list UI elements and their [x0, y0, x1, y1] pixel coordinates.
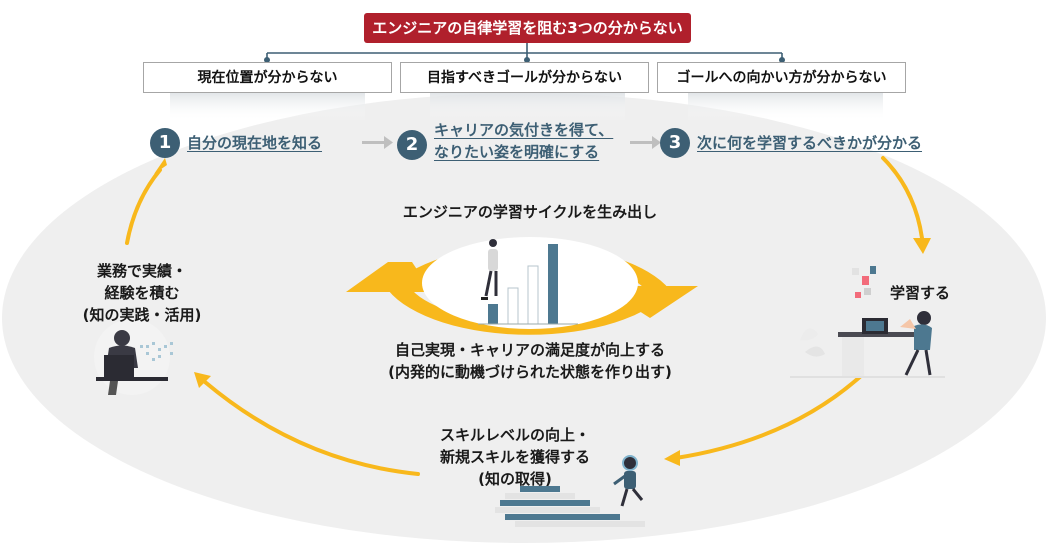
cycle-bottom-line2: (内発的に動機づけられた状態を作り出す) — [388, 363, 672, 381]
step-3-label: 次に何を学習するべきかが分かる — [697, 134, 923, 152]
cycle-bottom-line1: 自己実現・キャリアの満足度が向上する — [394, 341, 665, 359]
outer-cycle-arrows — [125, 156, 924, 476]
problem-box-goal: 目指すべきゴールが分からない — [400, 62, 649, 93]
step-2-label-line1: キャリアの気付きを得て、 — [434, 121, 614, 139]
main-title: エンジニアの自律学習を阻む3つの分からない — [364, 13, 691, 43]
problem-box-current-position: 現在位置が分からない — [143, 62, 392, 93]
work-line1: 業務で実績・ — [96, 262, 187, 280]
connector-dots — [264, 57, 785, 63]
problem-box-path-to-goal: ゴールへの向かい方が分からない — [657, 62, 906, 93]
student-at-desk-illustration — [790, 266, 945, 378]
developer-at-desk-illustration — [94, 319, 173, 395]
person-on-bar-chart-illustration — [478, 239, 578, 325]
step-arrows — [362, 136, 661, 149]
person-on-stairs-illustration — [495, 455, 645, 527]
step-1-number: 1 — [150, 128, 180, 158]
problem-shade-3 — [688, 93, 883, 121]
step-2-number: 2 — [397, 130, 427, 160]
work-line3: (知の実践・活用) — [82, 306, 202, 324]
skill-line3: (知の取得) — [478, 470, 552, 488]
study-label: 学習する — [890, 284, 951, 302]
skill-line1: スキルレベルの向上・ — [439, 426, 590, 444]
problem-shade-1 — [170, 93, 365, 121]
step-2-label-line2: なりたい姿を明確にする — [434, 143, 600, 161]
problem-shade-2 — [430, 93, 625, 121]
cycle-top-text: エンジニアの学習サイクルを生み出し — [402, 203, 658, 221]
step-1-label: 自分の現在地を知る — [187, 134, 323, 152]
outer-cycle-arrowheads — [154, 158, 931, 466]
skill-line2: 新規スキルを獲得する — [439, 448, 590, 466]
work-line2: 経験を積む — [104, 284, 180, 302]
step-3-number: 3 — [660, 128, 690, 158]
